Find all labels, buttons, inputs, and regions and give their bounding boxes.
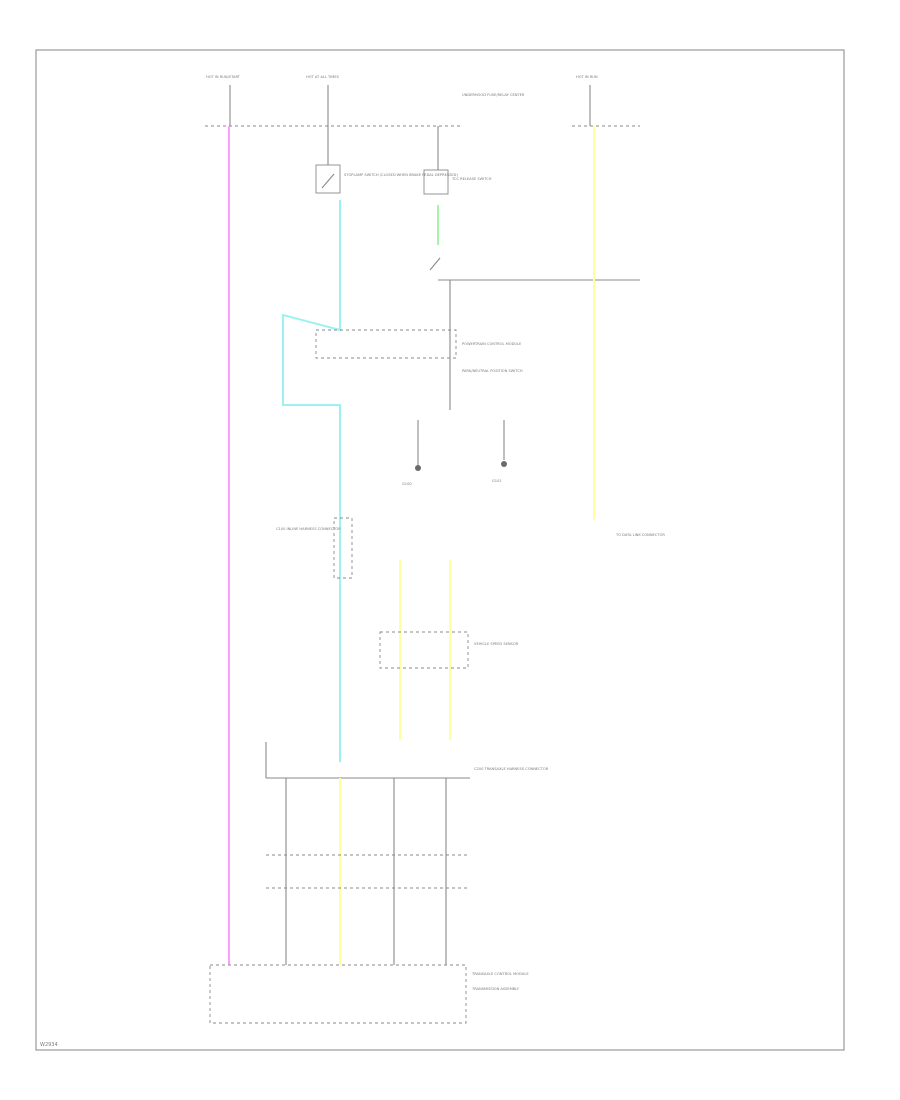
ecm-connector-box bbox=[315, 329, 457, 359]
harness-connector-label: C100 INLINE HARNESS CONNECTOR bbox=[276, 527, 341, 531]
footer-code: W2934 bbox=[40, 1042, 58, 1048]
wire-light-blue bbox=[282, 200, 341, 762]
fuse-left-heading: HOT IN RUN/START bbox=[206, 75, 241, 79]
fuse-right-heading: HOT IN RUN bbox=[576, 75, 598, 79]
harness-connector bbox=[333, 517, 353, 579]
ground-left-symbol bbox=[415, 465, 421, 471]
tcc-switch-blade bbox=[429, 257, 441, 271]
tcc-switch-label: TCC RELEASE SWITCH bbox=[451, 177, 492, 181]
stoplamp-switch-label: STOPLAMP SWITCH (CLOSED WHEN BRAKE PEDAL… bbox=[344, 173, 458, 177]
park-neutral-label: PARK/NEUTRAL POSITION SWITCH bbox=[462, 369, 523, 373]
diagram-frame bbox=[35, 49, 845, 1051]
transmission-label: TRANSMISSION ASSEMBLY bbox=[471, 987, 520, 991]
speed-sensor-label: VEHICLE SPEED SENSOR bbox=[474, 642, 519, 646]
stoplamp-switch-box bbox=[315, 164, 341, 194]
speed-sensor-box bbox=[379, 631, 469, 669]
junction-block-label: UNDERHOOD FUSE/RELAY CENTER bbox=[462, 93, 525, 97]
tcc-switch-box bbox=[423, 169, 449, 195]
ground-right-symbol bbox=[501, 461, 507, 467]
ground-right-label: G101 bbox=[492, 479, 502, 483]
transaxle-module-box bbox=[209, 964, 467, 1024]
trans-connector-label: C200 TRANSAXLE HARNESS CONNECTOR bbox=[474, 767, 549, 771]
ecm-connector-label: POWERTRAIN CONTROL MODULE bbox=[462, 342, 522, 346]
right-output-label: TO DATA LINK CONNECTOR bbox=[615, 533, 665, 537]
ground-left-label: G100 bbox=[402, 482, 412, 486]
transaxle-module-label: TRANSAXLE CONTROL MODULE bbox=[471, 972, 529, 976]
stoplamp-switch-blade bbox=[321, 173, 335, 189]
fuse-mid-heading: HOT AT ALL TIMES bbox=[306, 75, 340, 79]
